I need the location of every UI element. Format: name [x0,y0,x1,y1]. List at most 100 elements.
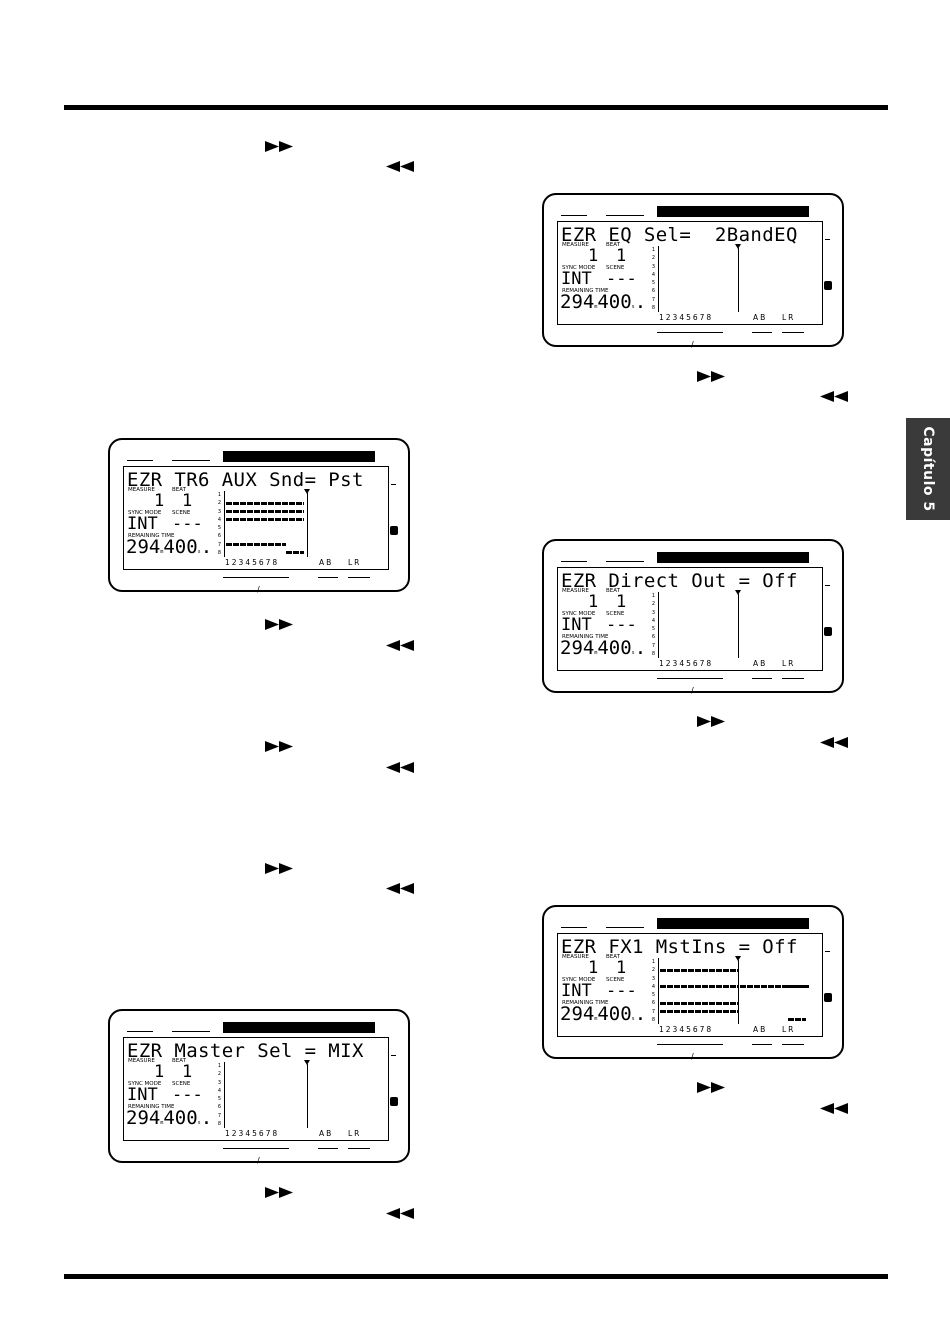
remaining-time-value: 294m400s. [560,637,647,659]
track-numbers: 12345678 [225,558,280,567]
channel-number: 6 [217,533,221,540]
channel-number: 7 [651,642,655,649]
marker-line [307,1064,308,1128]
beat-label: BEAT [172,1058,186,1064]
measure-label: MEASURE [562,242,589,248]
channel-number: 8 [217,549,221,556]
footer-dash [752,1044,772,1045]
scene-label: SCENE [606,265,625,271]
meter-axis [224,491,225,557]
header-dash [606,215,644,216]
remaining-time-label: REMAINING TIME [562,634,609,640]
channel-number: 4 [217,516,221,523]
marker-triangle-icon [735,244,741,249]
lcd-main-line: EZR FX1 MstIns = Off [561,936,798,958]
lr-label: LR [348,1129,362,1138]
level-bar [660,968,738,972]
footer-dash [782,332,804,333]
channel-number: 1 [651,959,655,965]
lr-label: LR [782,659,796,668]
footer-slash: / [691,686,694,695]
channel-number: 8 [651,1016,655,1023]
header-bar [657,206,809,217]
side-button[interactable] [824,993,832,1002]
side-button[interactable] [824,627,832,636]
marker-line [738,248,739,312]
beat-value: 1 [616,592,627,612]
footer-dash [697,332,723,333]
fast-forward-icon [697,716,731,730]
footer-slash: / [257,585,260,594]
measure-label: MEASURE [562,954,589,960]
channel-number: 1 [217,492,221,498]
footer-dash [318,1148,338,1149]
marker-triangle-icon [735,590,741,595]
channel-number: 4 [217,1087,221,1094]
channel-number: 1 [217,1063,221,1069]
measure-value: 1 [588,246,599,266]
scene-value: --- [606,981,637,1001]
sync-mode-value: INT [127,514,158,534]
meter-axis [658,958,659,1024]
scene-label: SCENE [172,1081,191,1087]
sync-mode-label: SYNC MODE [128,510,162,516]
meter-axis [658,246,659,312]
beat-value: 1 [182,1062,193,1082]
beat-label: BEAT [172,487,186,493]
sync-mode-value: INT [561,981,592,1001]
marker-line [738,594,739,658]
header-dash [127,1031,153,1032]
footer-slash: / [257,1156,260,1165]
footer-dash [318,577,338,578]
level-bar [788,985,806,989]
measure-value: 1 [154,1062,165,1082]
rewind-icon [820,1103,854,1117]
side-button[interactable] [824,281,832,290]
channel-number: 3 [651,609,655,616]
channel-number: 1 [651,247,655,253]
scene-label: SCENE [606,611,625,617]
footer-slash: / [691,340,694,349]
track-numbers: 12345678 [659,313,714,322]
track-numbers: 12345678 [225,1129,280,1138]
rewind-icon [386,640,420,654]
scene-value: --- [172,514,203,534]
channel-number: 5 [217,525,221,531]
measure-value: 1 [588,592,599,612]
footer-dash [348,1148,370,1149]
side-dash [391,1055,396,1056]
side-button[interactable] [390,526,398,535]
beat-label: BEAT [606,954,620,960]
lr-label: LR [782,1025,796,1034]
remaining-time-label: REMAINING TIME [562,288,609,294]
level-bar [660,1001,738,1005]
side-dash [825,239,830,240]
channel-number: 2 [651,601,655,608]
marker-triangle-icon [304,1060,310,1065]
channel-number: 6 [651,1000,655,1007]
channel-number: 8 [651,650,655,657]
channel-number: 2 [651,255,655,262]
sync-mode-value: INT [561,269,592,289]
channel-number: 2 [217,500,221,507]
top-rule [64,105,888,110]
channel-number: 3 [217,508,221,515]
channel-number: 5 [217,1096,221,1102]
lcd-main-line: EZR Direct Out = Off [561,570,798,592]
header-bar [223,451,375,462]
beat-value: 1 [182,491,193,511]
sync-mode-label: SYNC MODE [562,265,596,271]
side-button[interactable] [390,1097,398,1106]
channel-number: 2 [651,967,655,974]
channel-number: 6 [651,288,655,295]
footer-dash [657,332,697,333]
header-dash [606,561,644,562]
side-dash [391,484,396,485]
